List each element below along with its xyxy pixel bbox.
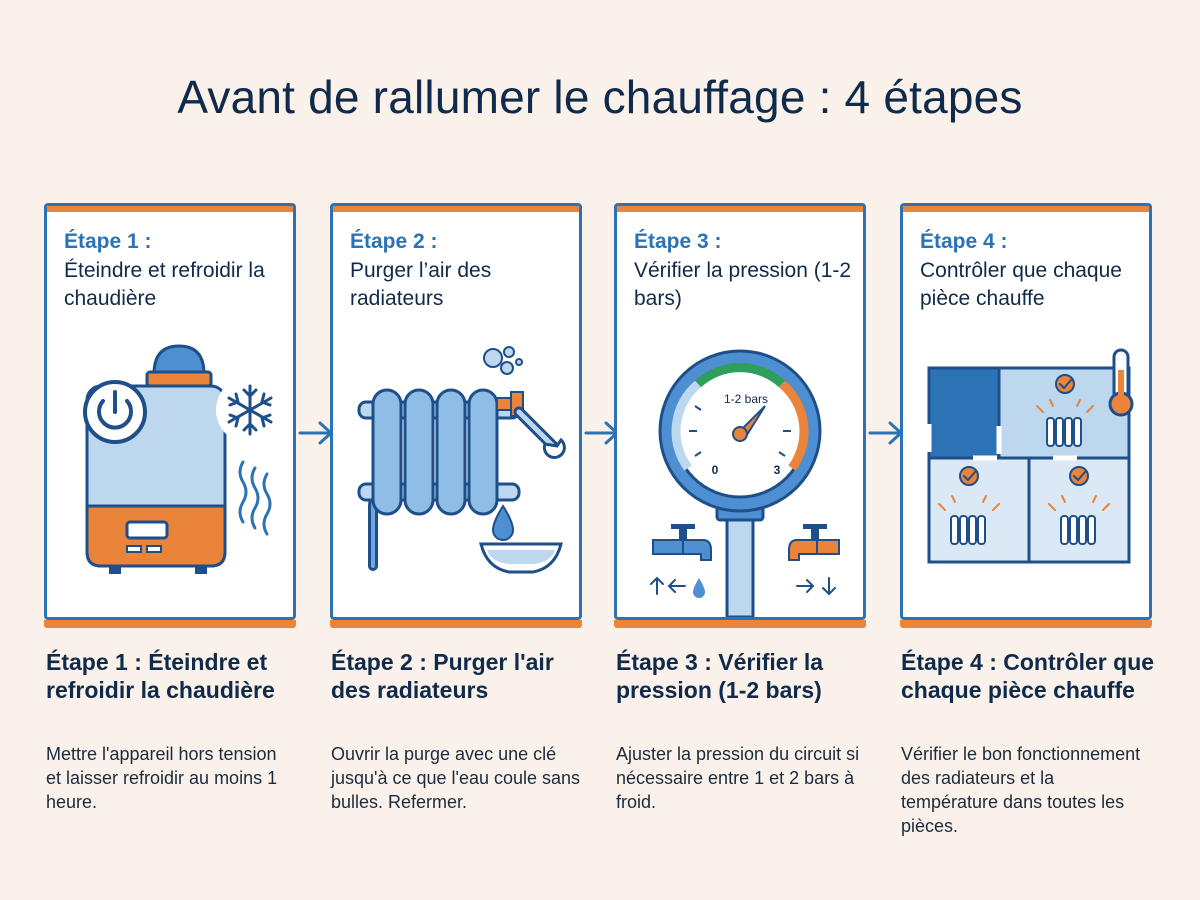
step-4-description: Vérifier le bon fonctionnement des radia… bbox=[901, 744, 1141, 836]
floor-plan-icon bbox=[926, 348, 1134, 564]
step-2-heading: Purger l’air des radiateurs bbox=[350, 259, 492, 310]
wrench-icon bbox=[513, 406, 566, 459]
step-3-title: Étape 3 : Vérifier la pression (1-2 bars… bbox=[616, 649, 824, 703]
arrow-right-icon bbox=[298, 421, 333, 445]
gauge-range-label: 1-2 bars bbox=[724, 392, 768, 406]
step-2-card-accent bbox=[330, 620, 582, 628]
step-2-title: Étape 2 : Purger l'air des radiateurs bbox=[331, 649, 554, 703]
gauge-min-label: 0 bbox=[712, 463, 719, 477]
step-3-description: Ajuster la pression du circuit si nécess… bbox=[616, 744, 860, 812]
step-3-heading: Vérifier la pression (1-2 bars) bbox=[634, 259, 852, 310]
step-3-label: Étape 3 : bbox=[634, 230, 722, 253]
check-icon bbox=[959, 466, 979, 486]
heat-waves-icon bbox=[238, 460, 272, 536]
step-2-label: Étape 2 : bbox=[350, 230, 438, 253]
boiler-icon bbox=[83, 344, 284, 574]
check-icon bbox=[1055, 374, 1075, 394]
step-3-card: Étape 3 : Vérifier la pression (1-2 bars… bbox=[614, 203, 866, 620]
power-icon bbox=[83, 380, 147, 444]
step-1-label: Étape 1 : bbox=[64, 230, 152, 253]
arrow-right-icon bbox=[868, 421, 903, 445]
gauge-max-label: 3 bbox=[774, 463, 781, 477]
step-4-label: Étape 4 : bbox=[920, 230, 1008, 253]
step-2-card: Étape 2 : Purger l’air des radiateurs bbox=[330, 203, 582, 620]
faucet-icon bbox=[788, 524, 840, 561]
radiator-icon bbox=[357, 346, 566, 574]
steam-icon bbox=[483, 346, 523, 375]
step-1-card: Étape 1 : Éteindre et refroidir la chaud… bbox=[44, 203, 296, 620]
thermometer-icon bbox=[1108, 348, 1134, 417]
faucet-icon bbox=[652, 524, 712, 561]
step-1-heading: Éteindre et refroidir la chaudière bbox=[64, 259, 265, 310]
step-4-heading: Contrôler que chaque pièce chauffe bbox=[920, 259, 1122, 310]
page-title: Avant de rallumer le chauffage : 4 étape… bbox=[177, 71, 1023, 123]
snowflake-icon bbox=[216, 376, 284, 444]
step-4-card-accent bbox=[900, 620, 1152, 628]
water-drop-icon bbox=[491, 504, 515, 541]
check-icon bbox=[1069, 466, 1089, 486]
step-3-card-accent bbox=[614, 620, 866, 628]
step-4-title: Étape 4 : Contrôler que chaque pièce cha… bbox=[901, 649, 1155, 703]
step-1-card-accent bbox=[44, 620, 296, 628]
step-1-description: Mettre l'appareil hors tension et laisse… bbox=[46, 744, 278, 812]
pressure-gauge-icon: 1-2 bars 0 3 bbox=[650, 349, 840, 617]
step-4-card: Étape 4 : Contrôler que chaque pièce cha… bbox=[900, 203, 1152, 620]
step-2-description: Ouvrir la purge avec une clé jusqu'à ce … bbox=[331, 744, 581, 812]
step-1-title: Étape 1 : Éteindre et refroidir la chaud… bbox=[46, 649, 275, 703]
